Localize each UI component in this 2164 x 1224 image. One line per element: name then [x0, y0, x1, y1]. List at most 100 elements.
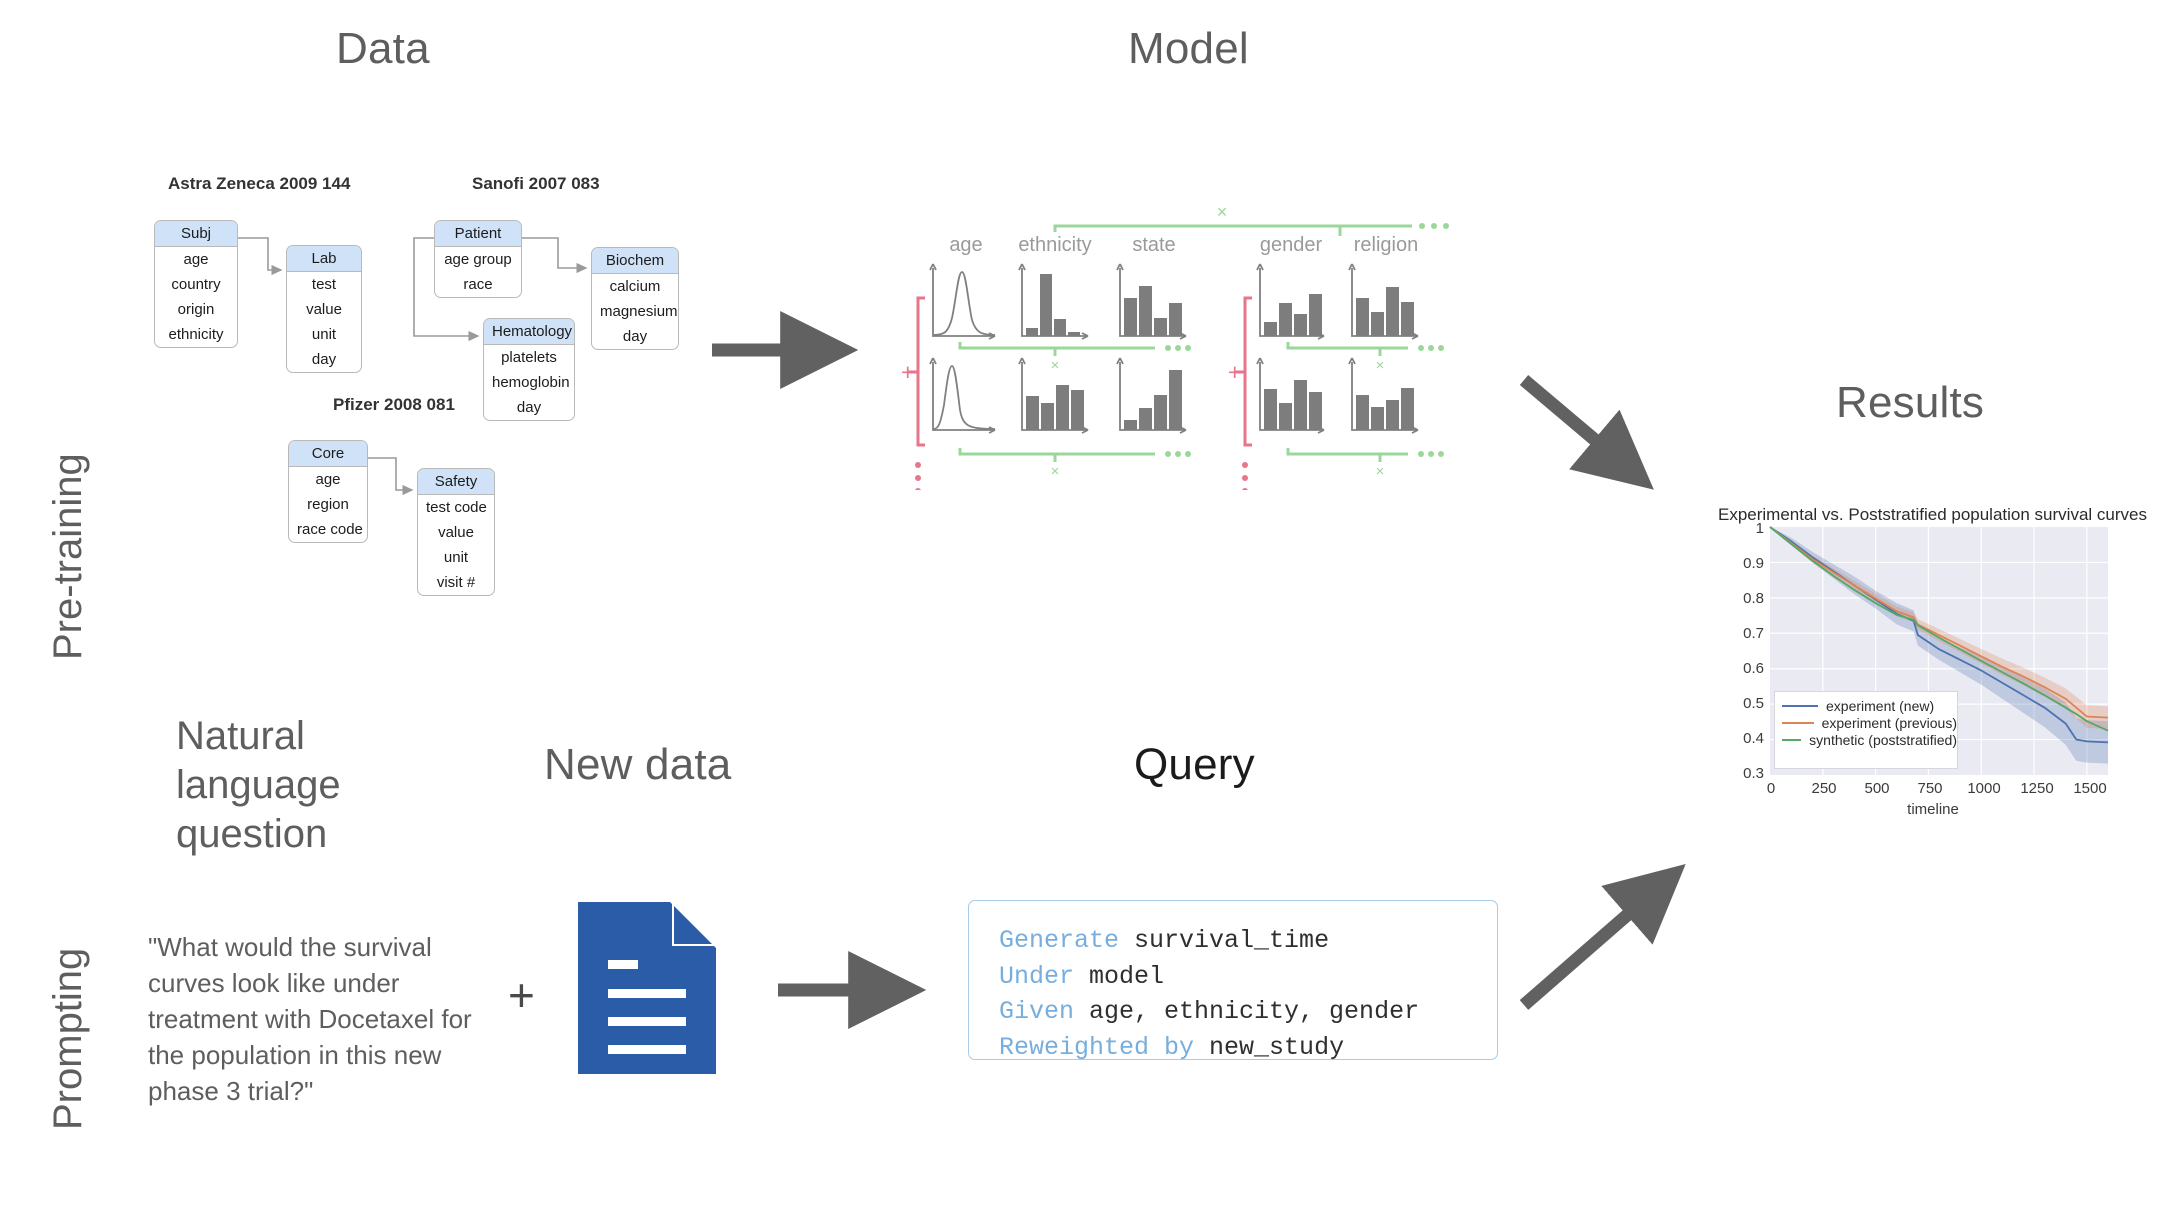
- svg-text:+: +: [901, 359, 914, 385]
- table-patient-field: race: [463, 276, 493, 293]
- column-head-data: Data: [336, 24, 430, 73]
- chart-xtick: 1000: [1967, 780, 2001, 797]
- chart-xtick: 0: [1766, 780, 1776, 797]
- column-head-results: Results: [1836, 378, 1985, 427]
- table-patient: Patient age group race: [434, 220, 522, 298]
- chart-title: Experimental vs. Poststratified populati…: [1718, 505, 2147, 524]
- column-head-model: Model: [1128, 24, 1249, 73]
- table-safety: Safety test code value unit visit #: [417, 468, 495, 596]
- table-lab-name: Lab: [287, 246, 361, 272]
- svg-text:×: ×: [1376, 463, 1385, 480]
- query-line: Reweighted by new_study: [999, 1030, 1467, 1066]
- table-subj-field: origin: [177, 301, 215, 318]
- query-line: Generate survival_time: [999, 923, 1467, 959]
- model-plate-svg: × + + × × × ×: [901, 202, 1449, 494]
- row-label-prompting: Prompting: [46, 947, 90, 1130]
- results-chart: Experimental vs. Poststratified populati…: [1718, 505, 2147, 825]
- table-safety-field: test code: [426, 499, 487, 516]
- model-var-age: age: [949, 234, 983, 256]
- table-subj-field: age: [183, 251, 209, 268]
- nl-question-text: "What would the survival curves look lik…: [148, 932, 472, 1106]
- column-head-query: Query: [1134, 740, 1255, 789]
- table-safety-name: Safety: [418, 469, 494, 495]
- chart-xtick: 500: [1864, 780, 1890, 797]
- query-line: Given age, ethnicity, gender: [999, 994, 1467, 1030]
- table-biochem-field: day: [622, 328, 648, 345]
- chart-xtick: 750: [1917, 780, 1943, 797]
- legend-label: experiment (new): [1826, 697, 1935, 714]
- legend-item: synthetic (poststratified): [1775, 731, 1957, 748]
- svg-text:×: ×: [1051, 463, 1060, 480]
- chart-ytick: 1: [1755, 520, 1764, 537]
- model-var-ethnicity: ethnicity: [1018, 234, 1092, 256]
- table-hematology-field: platelets: [501, 349, 557, 366]
- table-biochem-name: Biochem: [592, 248, 678, 274]
- plus-symbol: +: [508, 969, 535, 1021]
- query-arg: survival_time: [1119, 926, 1330, 955]
- table-core-field: region: [307, 496, 349, 513]
- legend-label: experiment (previous): [1821, 714, 1957, 731]
- table-lab-field: value: [306, 301, 342, 318]
- query-keyword: Generate: [999, 926, 1120, 955]
- table-lab-field: unit: [311, 326, 337, 343]
- chart-xlabel: timeline: [1907, 801, 1959, 818]
- query-keyword: Given: [999, 997, 1075, 1026]
- table-lab-field: test: [311, 276, 337, 293]
- table-core-field: age: [315, 471, 341, 488]
- table-safety-field: visit #: [436, 574, 476, 591]
- document-icon[interactable]: [572, 898, 722, 1083]
- chart-ytick: 0.4: [1743, 730, 1764, 747]
- table-subj-field: ethnicity: [168, 326, 224, 343]
- query-line: Under model: [999, 959, 1467, 995]
- legend-item: experiment (new): [1775, 697, 1957, 714]
- table-hematology-name: Hematology: [484, 319, 574, 345]
- schema-title-sanofi: Sanofi 2007 083: [472, 174, 600, 193]
- table-patient-name: Patient: [435, 221, 521, 247]
- legend-swatch-experiment-new: [1782, 704, 1818, 707]
- table-biochem: Biochem calcium magnesium day: [591, 247, 679, 350]
- table-patient-field: age group: [444, 251, 512, 268]
- query-keyword: Under: [999, 961, 1075, 991]
- svg-text:×: ×: [1217, 202, 1228, 222]
- query-keyword-by: by: [1149, 1032, 1210, 1062]
- table-core-name: Core: [289, 441, 367, 467]
- column-head-new-data: New data: [544, 740, 732, 789]
- query-arg: new_study: [1209, 1032, 1345, 1062]
- query-code-box[interactable]: Generate survival_time Under model Given…: [968, 900, 1498, 1062]
- model-var-state: state: [1132, 234, 1176, 256]
- table-biochem-field: magnesium: [600, 303, 678, 320]
- chart-ytick: 0.6: [1743, 660, 1764, 677]
- table-hematology: Hematology platelets hemoglobin day: [483, 318, 575, 421]
- schema-title-pfizer: Pfizer 2008 081: [333, 395, 455, 414]
- query-arg: model: [1074, 961, 1165, 991]
- chart-xtick: 1500: [2073, 780, 2107, 797]
- chart-ytick: 0.5: [1743, 695, 1764, 712]
- table-lab-field: day: [311, 351, 337, 368]
- row-label-pretraining: Pre-training: [46, 453, 90, 660]
- nl-question-heading: Natural language question: [176, 714, 341, 856]
- chart-legend: experiment (new) experiment (previous) s…: [1774, 691, 1958, 769]
- chart-ytick: 0.9: [1743, 555, 1764, 572]
- model-var-gender: gender: [1259, 234, 1323, 256]
- chart-xtick: 250: [1811, 780, 1837, 797]
- legend-item: experiment (previous): [1775, 714, 1957, 731]
- model-panel: × + + × × × ×: [900, 190, 1460, 494]
- table-subj-field: country: [171, 276, 221, 293]
- chart-ytick: 0.8: [1743, 590, 1764, 607]
- query-arg: age, ethnicity, gender: [1074, 997, 1420, 1026]
- legend-swatch-experiment-previous: [1782, 721, 1814, 724]
- table-core-field: race code: [297, 521, 363, 538]
- table-hematology-field: day: [516, 399, 542, 416]
- legend-label: synthetic (poststratified): [1809, 731, 1957, 748]
- table-safety-field: value: [438, 524, 474, 541]
- table-hematology-field: hemoglobin: [492, 374, 570, 391]
- table-safety-field: unit: [443, 549, 469, 566]
- table-subj-name: Subj: [155, 221, 237, 247]
- chart-ytick: 0.3: [1743, 765, 1764, 782]
- legend-swatch-synthetic: [1782, 738, 1802, 741]
- chart-xtick: 1250: [2020, 780, 2054, 797]
- schema-title-astra-zeneca: Astra Zeneca 2009 144: [168, 174, 351, 193]
- svg-text:×: ×: [1376, 357, 1385, 374]
- svg-text:+: +: [1228, 359, 1241, 385]
- model-var-religion: religion: [1353, 234, 1419, 256]
